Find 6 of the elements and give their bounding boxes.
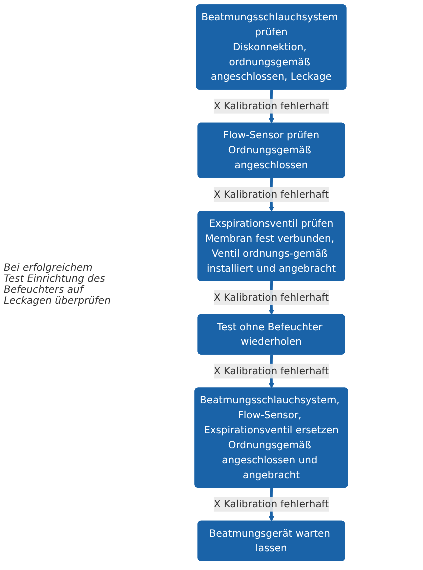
edge-label: X Kalibration fehlerhaft: [214, 292, 330, 304]
edge-label: X Kalibration fehlerhaft: [214, 365, 330, 377]
note-text: Bei erfolgreichem Test Einrichtung des Befeuchters auf Leckagen überprüfen: [4, 263, 112, 307]
edge-label: X Kalibration fehlerhaft: [214, 498, 330, 510]
edge-label: X Kalibration fehlerhaft: [214, 100, 330, 112]
edge-label: X Kalibration fehlerhaft: [214, 188, 330, 200]
